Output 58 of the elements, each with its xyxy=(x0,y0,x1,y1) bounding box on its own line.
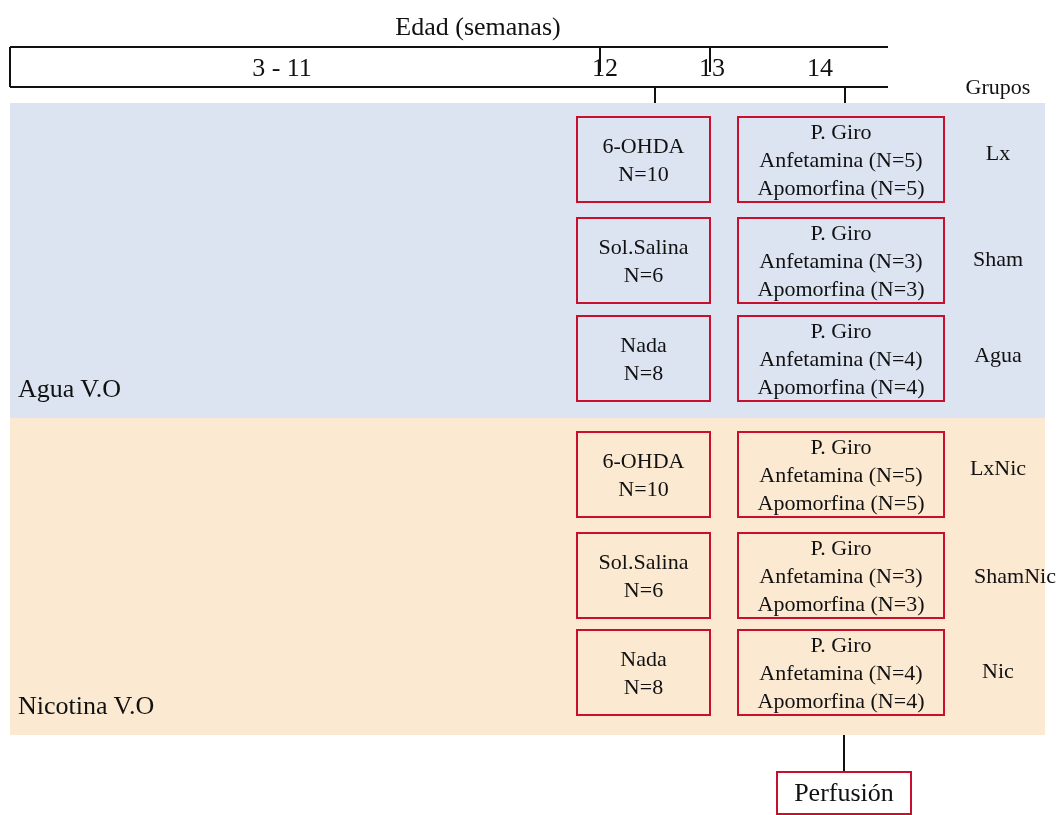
box-text: Apomorfina (N=4) xyxy=(757,372,925,401)
treatment-box xyxy=(737,116,945,203)
treatment-box xyxy=(737,315,945,402)
box-text: Perfusión xyxy=(794,779,894,807)
treatment-box xyxy=(737,532,945,619)
box-text: P. Giro xyxy=(810,316,872,345)
box-text: P. Giro xyxy=(810,630,872,659)
box-text: 6-OHDA xyxy=(602,446,685,475)
box-text: Anfetamina (N=4) xyxy=(759,344,923,373)
tick-label: 13 xyxy=(699,53,725,83)
box-text: Nada xyxy=(620,644,667,673)
band-label: Nicotina V.O xyxy=(18,691,155,721)
box-text: N=8 xyxy=(623,358,664,387)
box-text: N=10 xyxy=(618,159,669,188)
box-text: Anfetamina (N=3) xyxy=(759,561,923,590)
box-text: N=10 xyxy=(618,474,669,503)
box-text: Apomorfina (N=5) xyxy=(757,173,925,202)
group-name: LxNic xyxy=(969,455,1027,481)
box-text: 6-OHDA xyxy=(602,131,685,160)
tick-label: 3 - 11 xyxy=(252,53,312,83)
box-text: Anfetamina (N=4) xyxy=(759,658,923,687)
box-text: P. Giro xyxy=(810,533,872,562)
axis-title: Edad (semanas) xyxy=(395,12,561,42)
treatment-box xyxy=(576,315,711,402)
group-name: Nic xyxy=(982,658,1014,684)
group-name: Lx xyxy=(985,140,1011,166)
box-text: Sol.Salina xyxy=(598,232,689,261)
tick-label: 14 xyxy=(807,53,833,83)
treatment-box xyxy=(576,532,711,619)
treatment-box xyxy=(737,217,945,304)
box-text: Sol.Salina xyxy=(598,547,689,576)
box-text: N=6 xyxy=(623,260,664,289)
box-text: Anfetamina (N=5) xyxy=(759,460,923,489)
treatment-box xyxy=(576,116,711,203)
box-text: Apomorfina (N=3) xyxy=(757,589,925,618)
treatment-box xyxy=(576,629,711,716)
treatment-box xyxy=(576,431,711,518)
band-label: Agua V.O xyxy=(18,374,122,404)
treatment-box xyxy=(737,629,945,716)
box-text: P. Giro xyxy=(810,218,872,247)
box-text: N=6 xyxy=(623,575,664,604)
box-text: Nada xyxy=(620,330,667,359)
box-text: P. Giro xyxy=(810,117,872,146)
column-header: Grupos xyxy=(965,74,1031,100)
box-text: Apomorfina (N=4) xyxy=(757,686,925,715)
box-text: P. Giro xyxy=(810,432,872,461)
group-name: ShamNic xyxy=(974,563,1056,589)
treatment-box xyxy=(737,431,945,518)
group-band xyxy=(10,103,1045,418)
box-text: Apomorfina (N=5) xyxy=(757,488,925,517)
box-text: Anfetamina (N=5) xyxy=(759,145,923,174)
box-text: Anfetamina (N=3) xyxy=(759,246,923,275)
treatment-box xyxy=(576,217,711,304)
box-text: Apomorfina (N=3) xyxy=(757,274,925,303)
box-text: N=8 xyxy=(623,672,664,701)
group-name: Agua xyxy=(974,342,1022,368)
group-name: Sham xyxy=(972,246,1024,272)
process-box xyxy=(776,771,912,815)
